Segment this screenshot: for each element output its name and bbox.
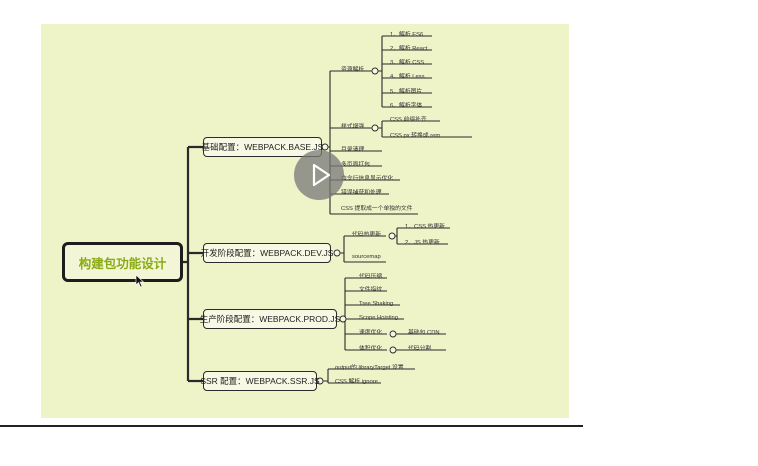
node-scope-hoisting: Scope Hoisting — [359, 315, 398, 321]
branch-dev-config: 开发阶段配置：WEBPACK.DEV.JS — [201, 243, 333, 263]
root-node: 构建包功能设计 — [62, 242, 183, 282]
leaf-parse-css: 3．解析 CSS — [390, 60, 425, 66]
node-speed-optimize: 速度优化 — [359, 330, 383, 336]
leaf-parse-react: 2．解析 React — [390, 46, 428, 52]
node-library-target: output的 libraryTarget 设置 — [335, 365, 404, 371]
branch-base-config: 基础配置：WEBPACK.BASE.JS — [202, 137, 323, 157]
leaf-cdn: 基础包 CDN — [408, 330, 440, 336]
leaf-parse-image: 5．解析图片 — [390, 89, 423, 95]
node-resource-parse: 资源解析 — [341, 67, 365, 73]
node-css-ignore: CSS 解析 ignore — [335, 379, 378, 385]
leaf-css-prefix: CSS 前缀补齐 — [390, 117, 427, 123]
node-tree-shaking: Tree Shaking — [359, 301, 394, 307]
node-sourcemap: sourcemap — [352, 254, 381, 260]
node-multi-page: 多页面打包 — [341, 162, 370, 168]
play-icon — [312, 163, 331, 187]
mindmap-canvas — [41, 24, 569, 418]
branch-ssr-config: SSR 配置：WEBPACK.SSR.JS — [200, 371, 320, 391]
branch-prod-config: 生产阶段配置：WEBPACK.PROD.JS — [200, 309, 340, 329]
node-error-capture: 错误捕获和处理 — [341, 190, 382, 196]
leaf-parse-font: 6．解析字体 — [390, 103, 423, 109]
leaf-parse-es6: 1．解析 ES6 — [390, 32, 424, 38]
node-cli-info: 命令行信息显示优化 — [341, 176, 394, 182]
node-dir-clean: 目录清理 — [341, 147, 365, 153]
leaf-css-px-rem: CSS px 转换成 rem — [390, 133, 441, 139]
leaf-parse-less: 4．解析 Less — [390, 74, 425, 80]
divider — [0, 425, 583, 427]
node-css-extract: CSS 提取成一个单独的文件 — [341, 206, 413, 212]
leaf-css-hot-reload: 1．CSS 热更新 — [405, 224, 445, 230]
node-code-compress: 代码压缩 — [359, 274, 383, 280]
node-size-optimize: 体积优化 — [359, 346, 383, 352]
node-style-enhance: 样式增强 — [341, 124, 365, 130]
node-file-hash: 文件指纹 — [359, 287, 383, 293]
mouse-cursor-icon — [135, 274, 145, 288]
leaf-js-hot-reload: 2．JS 热更新 — [405, 240, 440, 246]
node-hot-reload: 代码热更新 — [352, 232, 381, 238]
play-button[interactable] — [294, 150, 344, 200]
leaf-code-split: 代码分割 — [408, 346, 432, 352]
